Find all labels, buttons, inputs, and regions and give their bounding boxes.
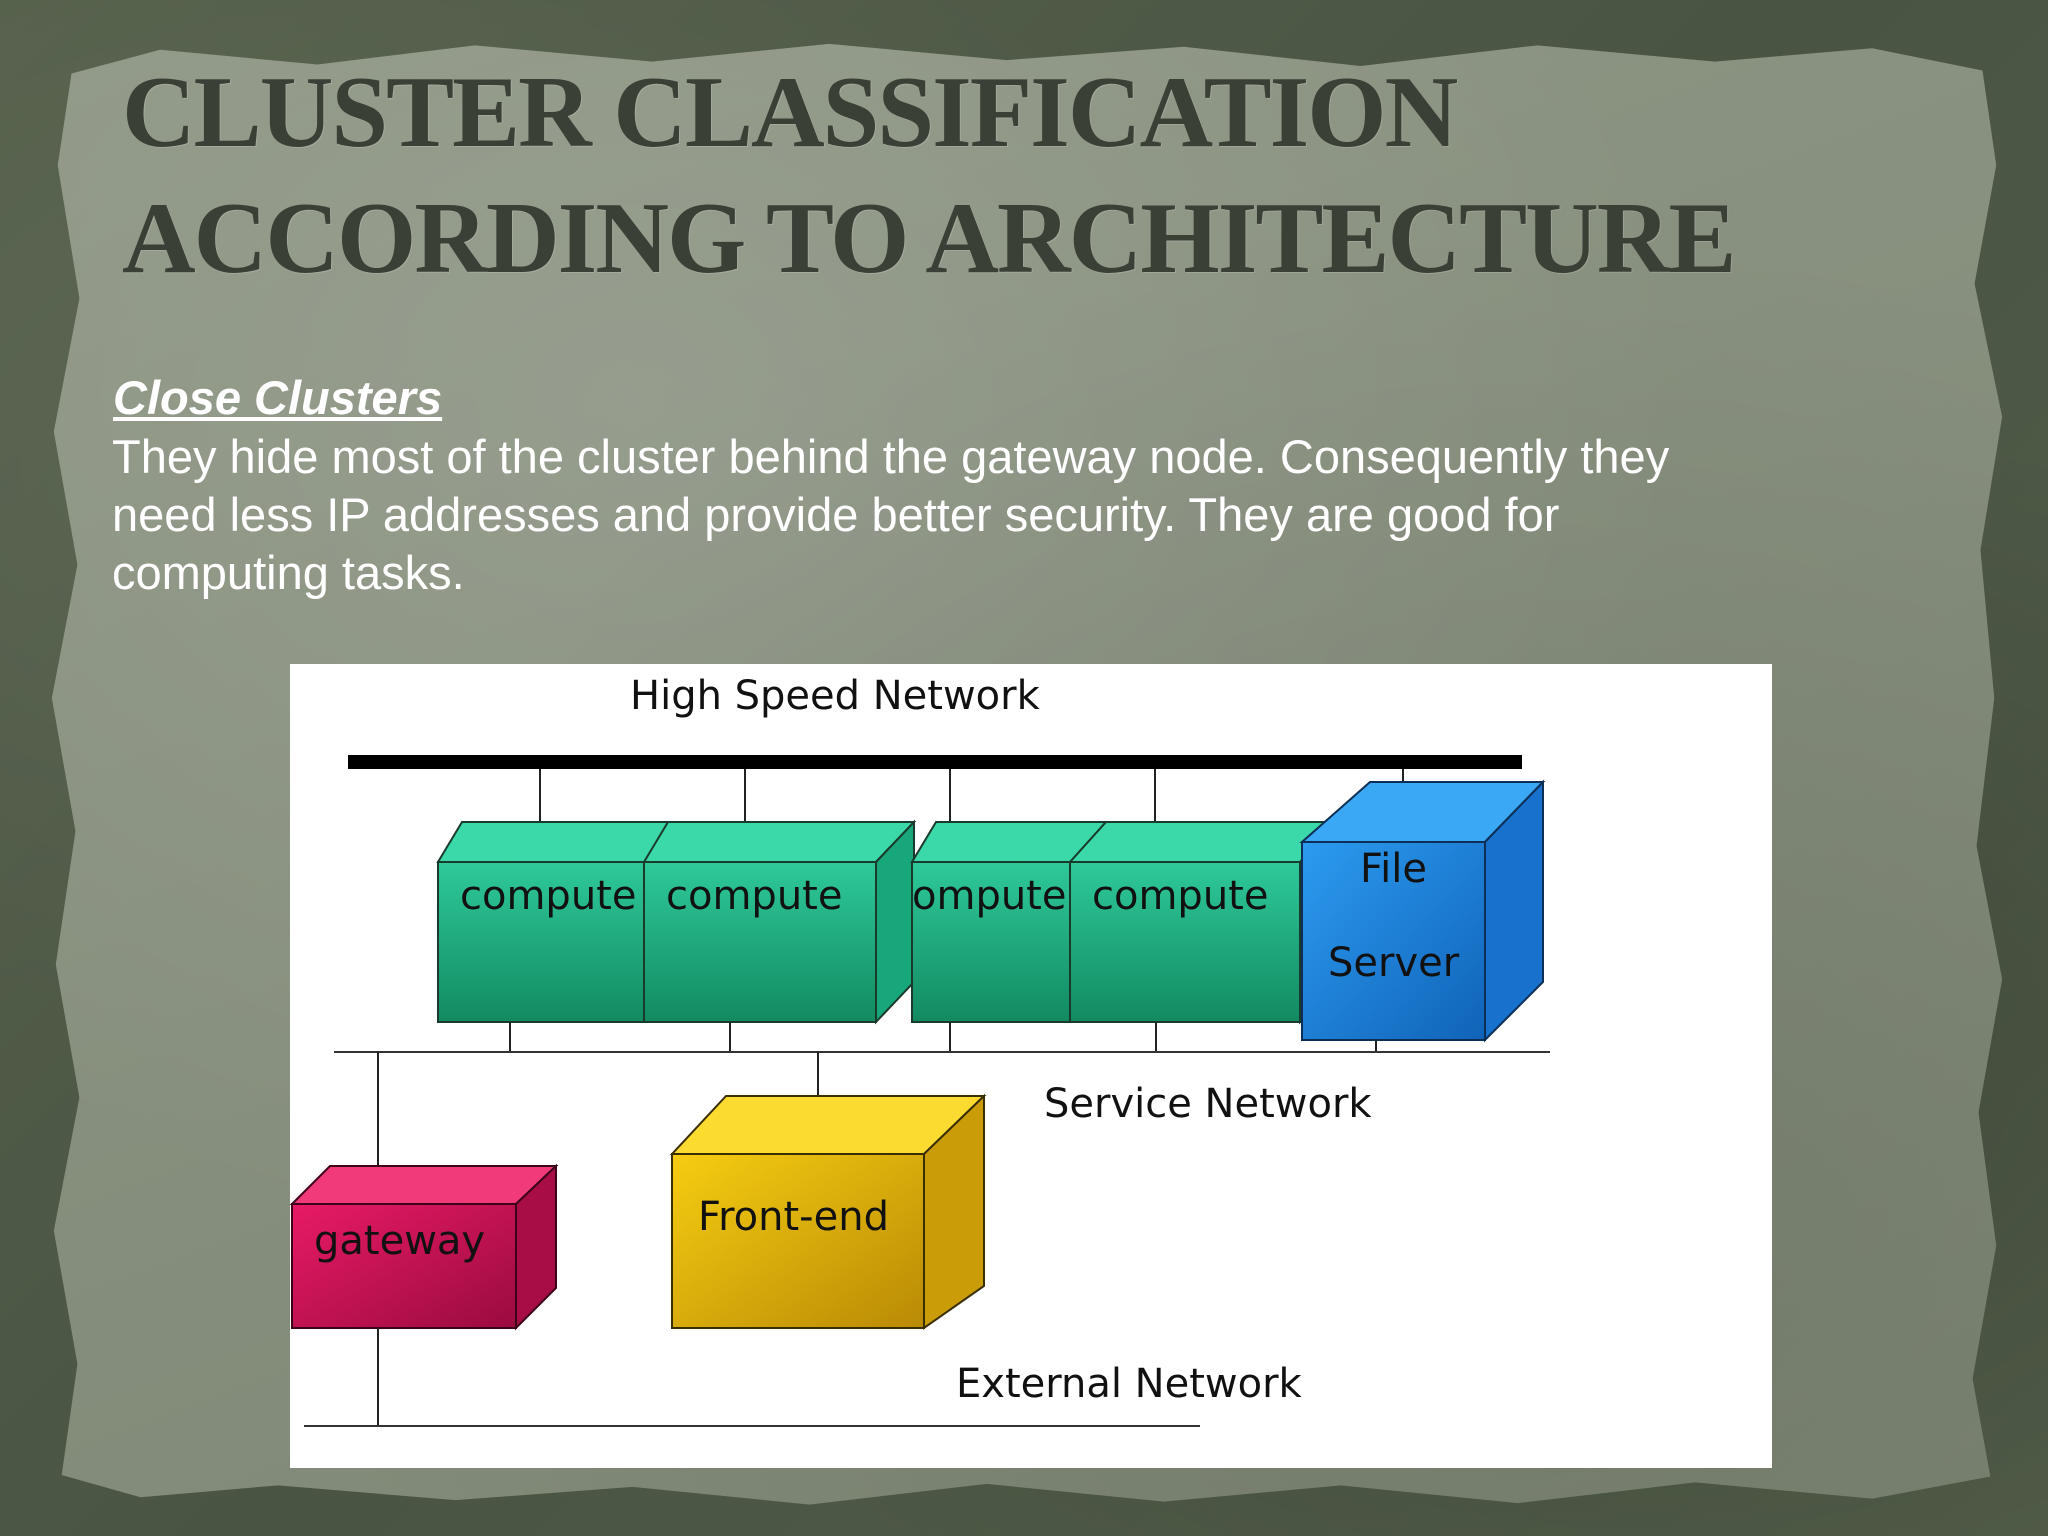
file-server-label-line2: Server: [1328, 940, 1460, 986]
high-speed-network-bus: [348, 755, 1522, 769]
body-line-3: computing tasks.: [112, 546, 465, 599]
gateway-node: gateway: [290, 1163, 559, 1331]
high-speed-drops: [539, 769, 1404, 830]
compute-node-2: compute: [642, 819, 917, 1025]
body-line-1: They hide most of the cluster behind the…: [112, 430, 1670, 483]
section-heading: Close Clusters: [113, 371, 443, 424]
high-speed-network-label: High Speed Network: [630, 673, 1041, 719]
cluster-diagram-svg: High Speed Network compute compute omput…: [290, 673, 1550, 1427]
compute-label-4: compute: [1092, 873, 1268, 919]
cluster-diagram: High Speed Network compute compute omput…: [290, 664, 1772, 1468]
title-line-2: ACCORDING TO ARCHITECTURE: [122, 182, 1737, 295]
frontend-label: Front-end: [698, 1194, 889, 1240]
compute-node-3: ompute: [910, 821, 1109, 1023]
compute-node-1: compute: [436, 821, 682, 1023]
compute-node-4: compute: [1067, 819, 1339, 1025]
compute-label-3: ompute: [912, 873, 1066, 919]
service-network-drops: [509, 1022, 1377, 1052]
title-line-1: CLUSTER CLASSIFICATION: [122, 56, 1458, 169]
body-paragraph: They hide most of the cluster behind the…: [112, 428, 1892, 602]
frontend-node: Front-end: [669, 1093, 987, 1330]
gateway-label: gateway: [314, 1218, 485, 1264]
body-line-2: need less IP addresses and provide bette…: [112, 488, 1560, 541]
external-network-label: External Network: [956, 1361, 1303, 1407]
compute-label-2: compute: [666, 873, 842, 919]
file-server-node: File Server: [1299, 779, 1546, 1043]
slide-title: CLUSTER CLASSIFICATION ACCORDING TO ARCH…: [122, 50, 1822, 302]
service-network-label: Service Network: [1044, 1081, 1372, 1127]
file-server-label-line1: File: [1360, 846, 1427, 892]
compute-label-1: compute: [460, 873, 636, 919]
